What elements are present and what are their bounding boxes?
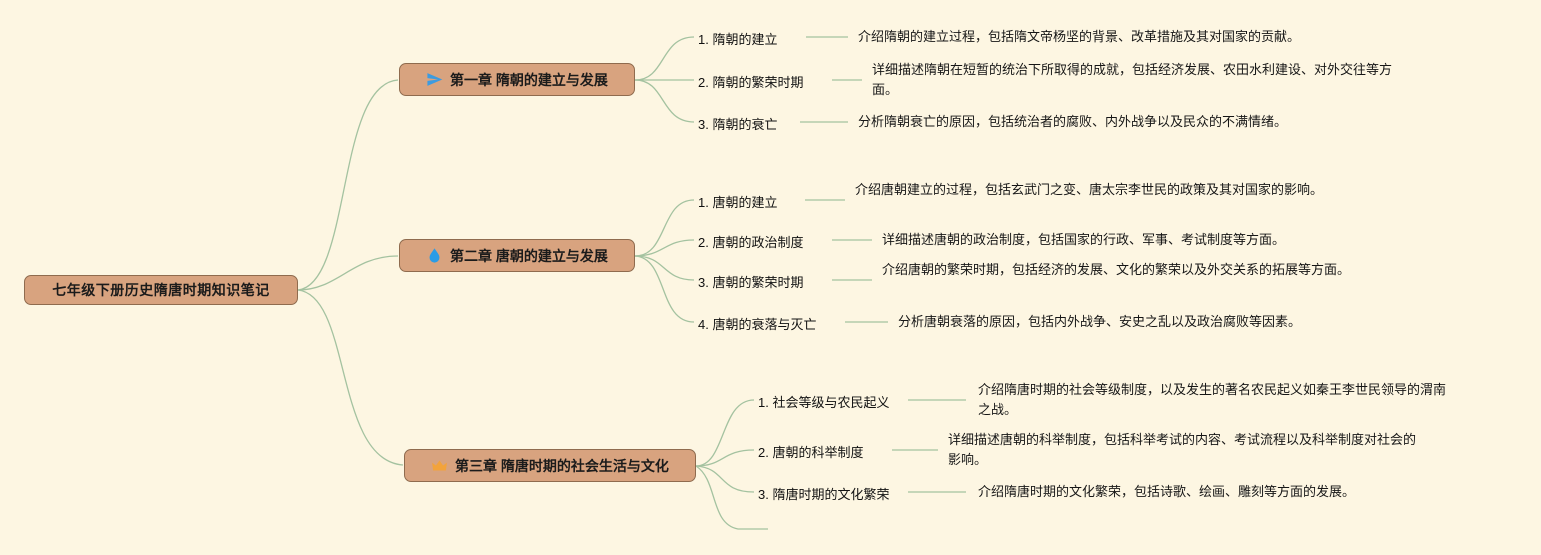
chapter-node-3[interactable]: 第三章 隋唐时期的社会生活与文化	[404, 449, 696, 482]
topic-label[interactable]: 3. 隋朝的衰亡	[698, 117, 778, 132]
chapter-title: 第三章 隋唐时期的社会生活与文化	[455, 457, 669, 474]
topic-label[interactable]: 1. 唐朝的建立	[698, 195, 778, 210]
topic-desc[interactable]: 详细描述唐朝的科举制度，包括科举考试的内容、考试流程以及科举制度对社会的影响。	[948, 432, 1417, 467]
topic-desc[interactable]: 详细描述唐朝的政治制度，包括国家的行政、军事、考试制度等方面。	[882, 232, 1286, 247]
topic-label[interactable]: 1. 社会等级与农民起义	[758, 395, 890, 410]
topic-desc[interactable]: 介绍隋唐时期的社会等级制度，以及发生的著名农民起义如秦王李世民领导的渭南之战。	[978, 382, 1447, 417]
topic-label[interactable]: 4. 唐朝的衰落与灭亡	[698, 317, 817, 332]
topic-desc[interactable]: 分析唐朝衰落的原因，包括内外战争、安史之乱以及政治腐败等因素。	[898, 314, 1302, 329]
root-node[interactable]: 七年级下册历史隋唐时期知识笔记	[24, 275, 298, 305]
topic-desc[interactable]: 介绍隋朝的建立过程，包括隋文帝杨坚的背景、改革措施及其对国家的贡献。	[858, 29, 1301, 44]
topic-desc[interactable]: 介绍唐朝的繁荣时期，包括经济的发展、文化的繁荣以及外交关系的拓展等方面。	[882, 262, 1351, 277]
topic-label[interactable]: 3. 唐朝的繁荣时期	[698, 275, 804, 290]
chapter-title: 第一章 隋朝的建立与发展	[450, 71, 608, 88]
root-title: 七年级下册历史隋唐时期知识笔记	[52, 282, 270, 298]
topic-desc[interactable]: 详细描述隋朝在短暂的统治下所取得的成就，包括经济发展、农田水利建设、对外交往等方…	[872, 62, 1393, 97]
flame-icon	[429, 248, 440, 263]
paper-plane-icon	[427, 73, 443, 86]
topic-desc[interactable]: 分析隋朝衰亡的原因，包括统治者的腐败、内外战争以及民众的不满情绪。	[858, 114, 1288, 129]
crown-icon	[432, 460, 447, 471]
topic-label[interactable]: 2. 隋朝的繁荣时期	[698, 75, 804, 90]
topic-desc[interactable]: 介绍隋唐时期的文化繁荣，包括诗歌、绘画、雕刻等方面的发展。	[978, 484, 1356, 499]
chapter-node-2[interactable]: 第二章 唐朝的建立与发展	[399, 239, 635, 272]
topic-label[interactable]: 3. 隋唐时期的文化繁荣	[758, 487, 890, 502]
topic-label[interactable]: 2. 唐朝的政治制度	[698, 235, 804, 250]
chapter-node-1[interactable]: 第一章 隋朝的建立与发展	[399, 63, 635, 96]
chapter-title: 第二章 唐朝的建立与发展	[450, 247, 608, 264]
topic-label[interactable]: 2. 唐朝的科举制度	[758, 445, 864, 460]
topic-label[interactable]: 1. 隋朝的建立	[698, 32, 778, 47]
topic-desc[interactable]: 介绍唐朝建立的过程，包括玄武门之变、唐太宗李世民的政策及其对国家的影响。	[855, 182, 1324, 197]
